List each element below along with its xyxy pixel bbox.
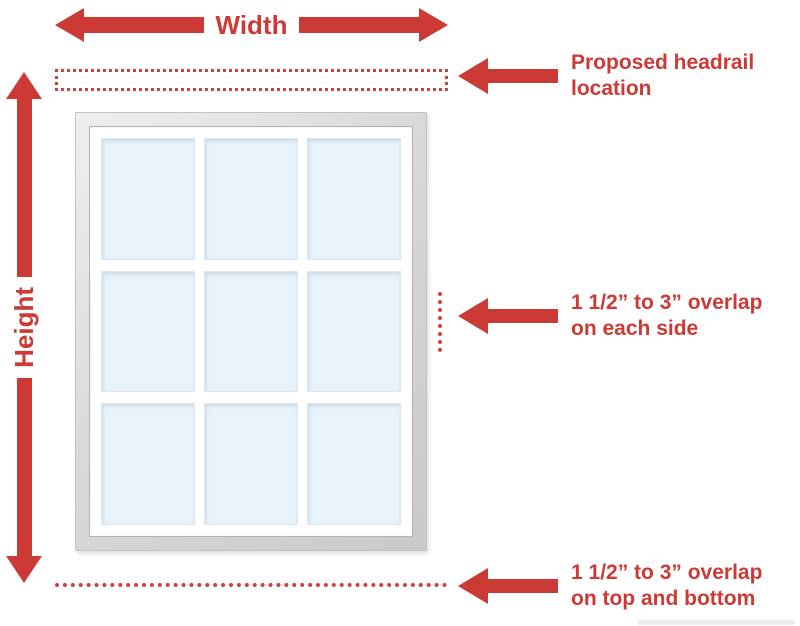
window-pane (101, 138, 195, 260)
window-pane (204, 270, 298, 393)
height-arrow-shaft-top (16, 99, 32, 278)
width-arrow-shaft-left (84, 17, 204, 33)
annotation-text: 1 1/2” to 3” overlap on each side (571, 290, 762, 342)
annotation-text: 1 1/2” to 3” overlap on top and bottom (571, 560, 762, 612)
annotation-headrail-location: Proposed headrail location (458, 50, 754, 102)
window-pane (307, 403, 401, 525)
cropped-element-edge (638, 620, 795, 625)
arrowhead-right-icon (419, 8, 448, 42)
arrowhead-left-icon (55, 8, 84, 42)
bottom-overlap-dotted-line (55, 583, 447, 587)
height-arrow-shaft-bottom (16, 377, 32, 557)
window-pane (101, 403, 195, 525)
window-pane (307, 270, 401, 393)
height-arrow: Height (5, 72, 43, 584)
pointer-arrow-left (458, 298, 558, 334)
annotation-line: Proposed headrail (571, 51, 755, 74)
width-arrow-shaft-right (299, 17, 419, 33)
annotation-line: 1 1/2” to 3” overlap (571, 291, 763, 314)
window-pane (307, 138, 401, 260)
pointer-arrow-shaft (488, 69, 558, 83)
pointer-arrow-shaft (488, 579, 558, 593)
annotation-line: on each side (571, 317, 699, 340)
annotation-side-overlap: 1 1/2” to 3” overlap on each side (458, 290, 762, 342)
window-pane (101, 270, 195, 393)
width-label: Width (215, 9, 288, 40)
annotation-line: on top and bottom (571, 587, 756, 610)
headrail-location-dotted-box (55, 69, 448, 91)
width-arrow: Width (55, 8, 448, 42)
annotation-top-bottom-overlap: 1 1/2” to 3” overlap on top and bottom (458, 560, 762, 612)
pointer-arrow-left (458, 58, 558, 94)
arrowhead-left-icon (458, 568, 488, 604)
window-pane (204, 138, 298, 260)
window-inner-frame (89, 126, 413, 537)
pointer-arrow-left (458, 568, 558, 604)
annotation-text: Proposed headrail location (571, 50, 754, 102)
pointer-arrow-shaft (488, 309, 558, 323)
arrowhead-left-icon (458, 58, 488, 94)
side-overlap-dotted-line (438, 292, 442, 352)
window-pane (204, 403, 298, 525)
window-illustration (75, 112, 427, 551)
arrowhead-left-icon (458, 298, 488, 334)
height-label: Height (8, 287, 39, 368)
window-pane-grid (101, 138, 401, 525)
arrowhead-down-icon (6, 556, 42, 584)
arrowhead-up-icon (6, 72, 42, 99)
annotation-line: 1 1/2” to 3” overlap (571, 561, 763, 584)
annotation-line: location (571, 77, 652, 100)
